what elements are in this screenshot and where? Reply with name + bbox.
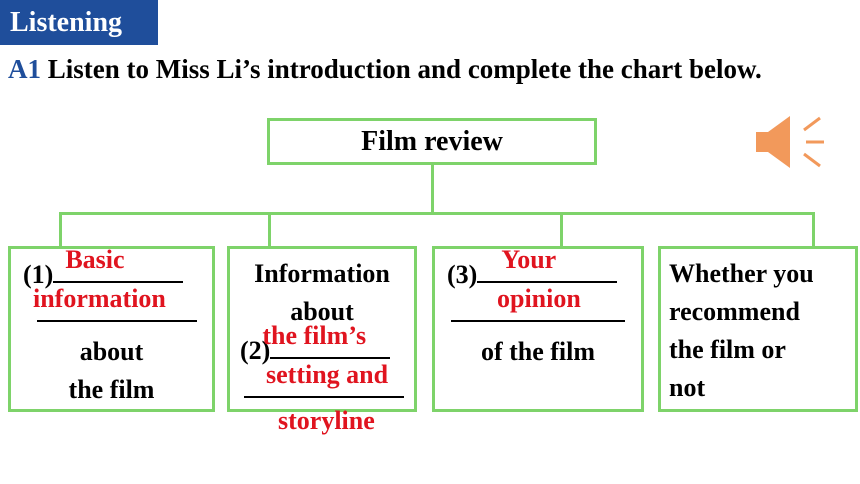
connector-drop-1 (59, 212, 62, 247)
box-2: Information about (2)the film’s setting … (227, 246, 417, 412)
connector-drop-2 (268, 212, 271, 247)
box-4-line-1: Whether you (669, 259, 814, 288)
box-4: Whether you recommend the film or not (658, 246, 858, 412)
box-1-line-4: the film (68, 375, 155, 404)
connector-bar (59, 212, 815, 215)
blank-3b[interactable]: opinion (451, 284, 625, 322)
blank-3a[interactable]: Your (477, 245, 618, 283)
answer-2b: setting and (266, 360, 389, 389)
box-3-line-1: (3) Your (435, 245, 641, 294)
box-1-line-1: (1) Basic (11, 245, 212, 294)
box-4-line-4: not (669, 373, 706, 402)
box-3: (3) Your opinion of the film (432, 245, 644, 412)
box-2-prefix: (2) (240, 336, 271, 365)
connector-trunk (431, 165, 434, 214)
box-1-line-3: about (79, 337, 144, 366)
root-label: Film review (361, 126, 503, 157)
box-2-line-2: about (290, 297, 354, 326)
section-tag: Listening (0, 0, 158, 45)
answer-2a: the film’s (262, 321, 367, 350)
blank-1a[interactable]: Basic (53, 245, 184, 283)
instruction-text: Listen to Miss Li’s introduction and com… (41, 54, 762, 84)
connector-drop-4 (812, 212, 815, 247)
box-4-line-3: the film or (669, 335, 786, 364)
box-1-line-2: information (11, 284, 212, 333)
instruction: A1 Listen to Miss Li’s introduction and … (8, 50, 848, 88)
connector-drop-3 (560, 212, 563, 247)
box-3-line-3: of the film (480, 337, 596, 366)
box-4-line-2: recommend (669, 297, 800, 326)
box-3-prefix: (3) (447, 260, 478, 289)
box-1-prefix: (1) (23, 260, 54, 289)
answer-2c: storyline (278, 406, 375, 435)
answer-3b: opinion (497, 284, 581, 313)
blank-1b[interactable]: information (33, 284, 197, 322)
blank-2b[interactable]: setting and (244, 360, 404, 398)
speaker-icon[interactable] (752, 112, 828, 172)
answer-1a: Basic (65, 245, 125, 274)
box-1: (1) Basic information about the film (8, 245, 215, 412)
answer-3a: Your (501, 245, 557, 274)
box-2-line-1: Information (254, 259, 390, 288)
box-3-line-2: opinion (435, 284, 641, 333)
root-box: Film review (267, 118, 597, 165)
box-2-line-3: (2)the film’s (230, 321, 414, 370)
answer-1b: information (33, 284, 166, 313)
blank-2a[interactable]: the film’s (262, 321, 391, 359)
instruction-number: A1 (8, 54, 41, 84)
box-2-line-4: setting and (230, 360, 414, 409)
